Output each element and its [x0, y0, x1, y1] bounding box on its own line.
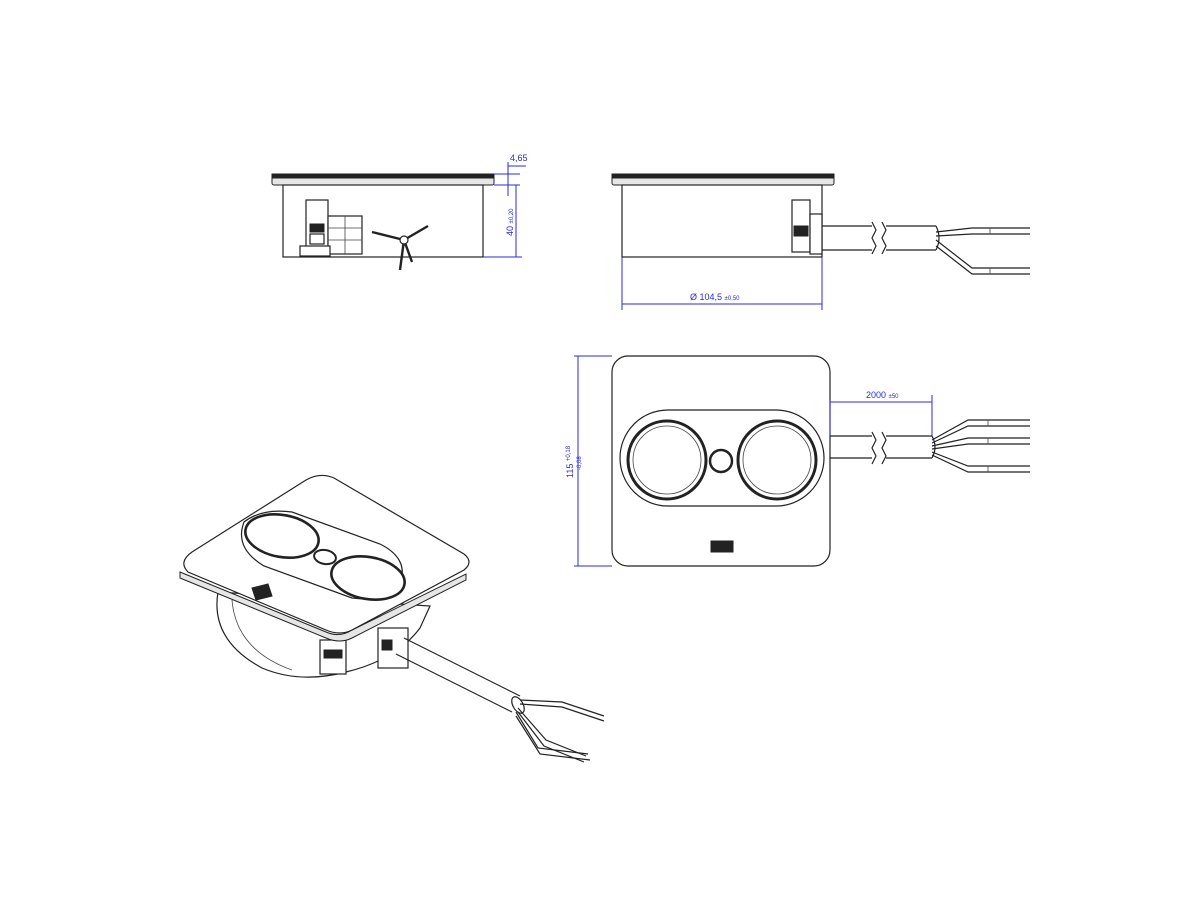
housing-body — [621, 184, 823, 258]
logo-mark — [251, 583, 273, 601]
cover-plate-top-band — [271, 173, 495, 179]
terminal-block — [791, 199, 823, 255]
side-view-left: 4,65 40 ±0,20 — [271, 153, 528, 271]
top-view: 2000 ±50 115 +0,18 -0,08 — [565, 355, 1030, 567]
cover-plate-top-band — [611, 173, 835, 179]
cable-wires — [935, 227, 1030, 275]
dimension-height: 40 ±0,20 — [483, 185, 522, 258]
dimension-cable-length: 2000 ±50 — [829, 390, 933, 436]
terminal-block — [299, 199, 363, 257]
cable-wires — [931, 419, 1030, 473]
housing-inner-edge — [231, 599, 293, 671]
cover-plate-edge — [179, 571, 467, 642]
side-view-right: Ø 104,5 ±0,50 — [611, 173, 1030, 310]
width-label: 115 +0,18 — [565, 445, 575, 478]
socket-left — [626, 419, 708, 501]
cable-length-label: 2000 ±50 — [866, 390, 899, 400]
diameter-label: Ø 104,5 ±0,50 — [690, 292, 740, 302]
width-tolerance-lower: -0,08 — [577, 456, 583, 470]
cable-sheath — [395, 637, 525, 714]
cable-sheath — [822, 221, 940, 255]
dimension-top-thickness: 4,65 — [494, 153, 528, 196]
logo-mark — [710, 540, 734, 553]
dimension-diameter: Ø 104,5 ±0,50 — [621, 257, 823, 310]
wire-stubs — [371, 224, 429, 271]
socket-right-inner — [742, 425, 812, 495]
top-thickness-label: 4,65 — [510, 153, 528, 163]
socket-left-inner — [632, 425, 702, 495]
socket-left — [244, 513, 320, 559]
center-indicator — [708, 448, 734, 474]
cable-wires — [515, 699, 605, 763]
dimension-width: 115 +0,18 -0,08 — [565, 355, 612, 567]
height-label: 40 ±0,20 — [505, 208, 515, 236]
socket-right — [736, 419, 818, 501]
cable-sheath — [830, 431, 936, 465]
center-indicator — [313, 548, 337, 566]
isometric-view — [179, 474, 605, 763]
terminal-block — [319, 627, 409, 675]
socket-right — [330, 555, 406, 601]
